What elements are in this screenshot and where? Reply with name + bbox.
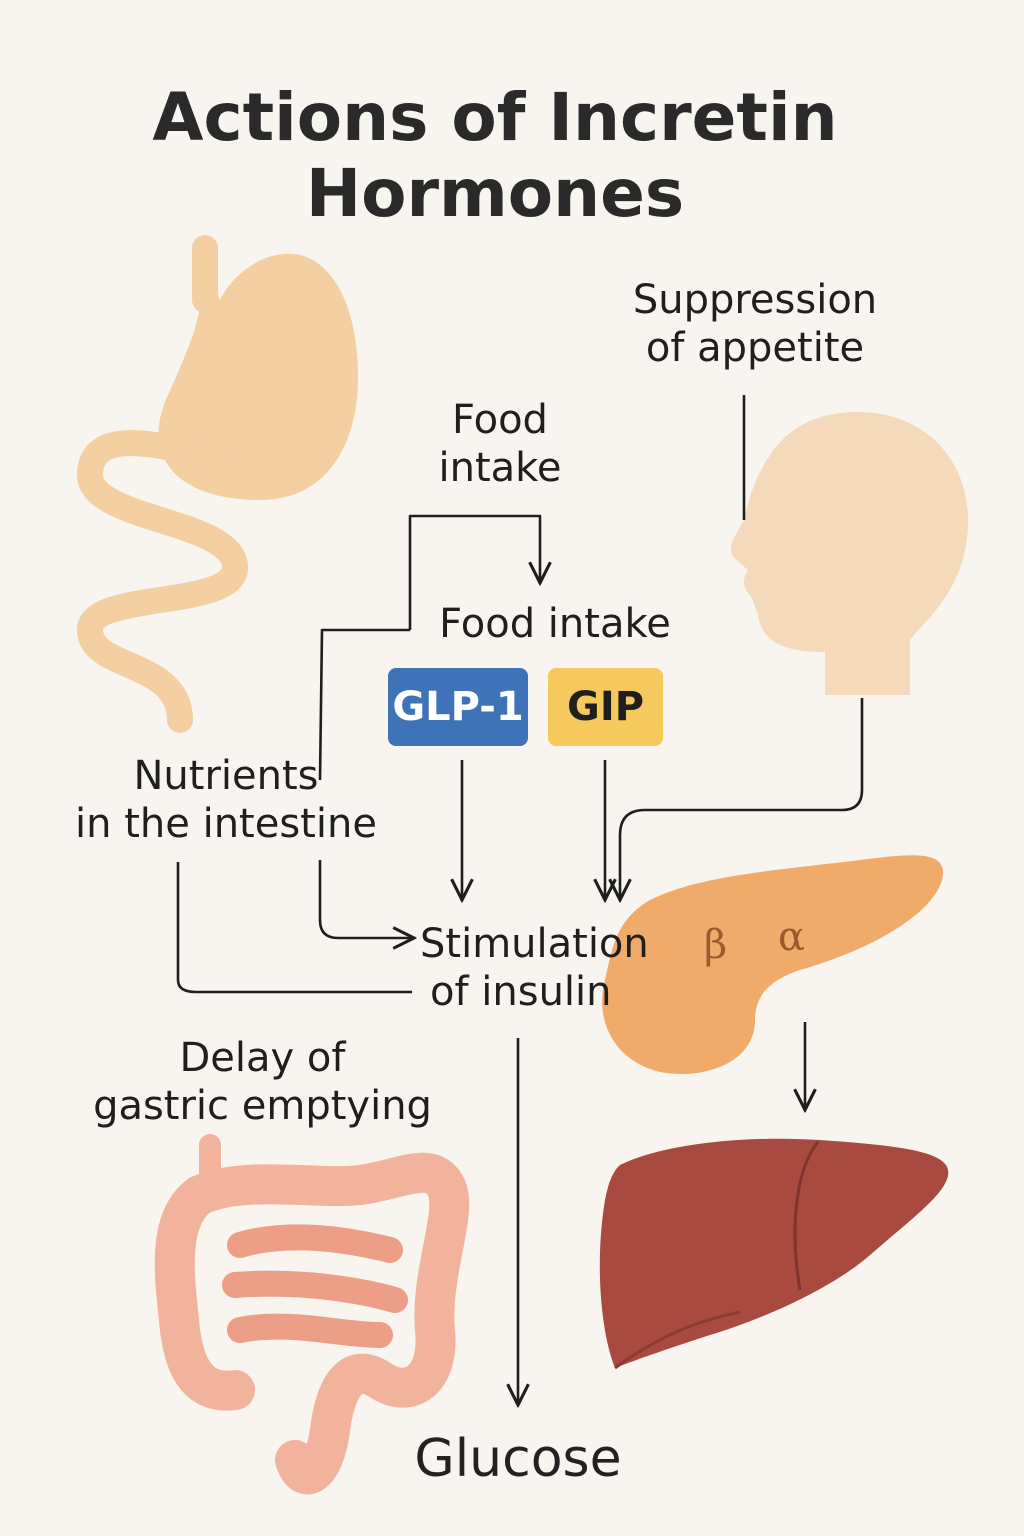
page-title: Actions of Incretin Hormones (90, 80, 900, 232)
label-suppression-of-appetite: Suppression of appetite (632, 277, 878, 371)
stomach-icon (76, 235, 359, 733)
arrow-head-to-stimulation (620, 698, 864, 900)
alpha-cell-label: α (778, 914, 806, 960)
head-profile-icon (730, 412, 969, 695)
title-line-1: Actions of Incretin (152, 79, 838, 156)
connector-food-loop (318, 628, 410, 781)
pancreas-icon (602, 855, 944, 1075)
label-delay-of-gastric-emptying: Delay of gastric emptying (93, 1035, 432, 1129)
gip-badge: GIP (548, 668, 663, 746)
connector-nutrients (176, 862, 412, 994)
title-line-2: Hormones (305, 154, 685, 232)
label-food-intake-middle: Food intake (439, 601, 671, 647)
liver-icon (599, 1138, 949, 1370)
arrow-to-stimulation (318, 860, 414, 938)
glp1-badge: GLP-1 (388, 668, 528, 746)
intestines-icon (154, 1134, 470, 1495)
beta-cell-label: β (704, 922, 728, 968)
flow-connectors (176, 395, 864, 1405)
arrow-food-intake-to-food-intake (408, 514, 540, 630)
label-food-intake-top: Food intake (438, 397, 562, 491)
label-stimulation-of-insulin: Stimulation of insulin (420, 921, 649, 1015)
label-nutrients-in-intestine: Nutrients in the intestine (75, 753, 377, 847)
label-glucose: Glucose (414, 1429, 622, 1489)
